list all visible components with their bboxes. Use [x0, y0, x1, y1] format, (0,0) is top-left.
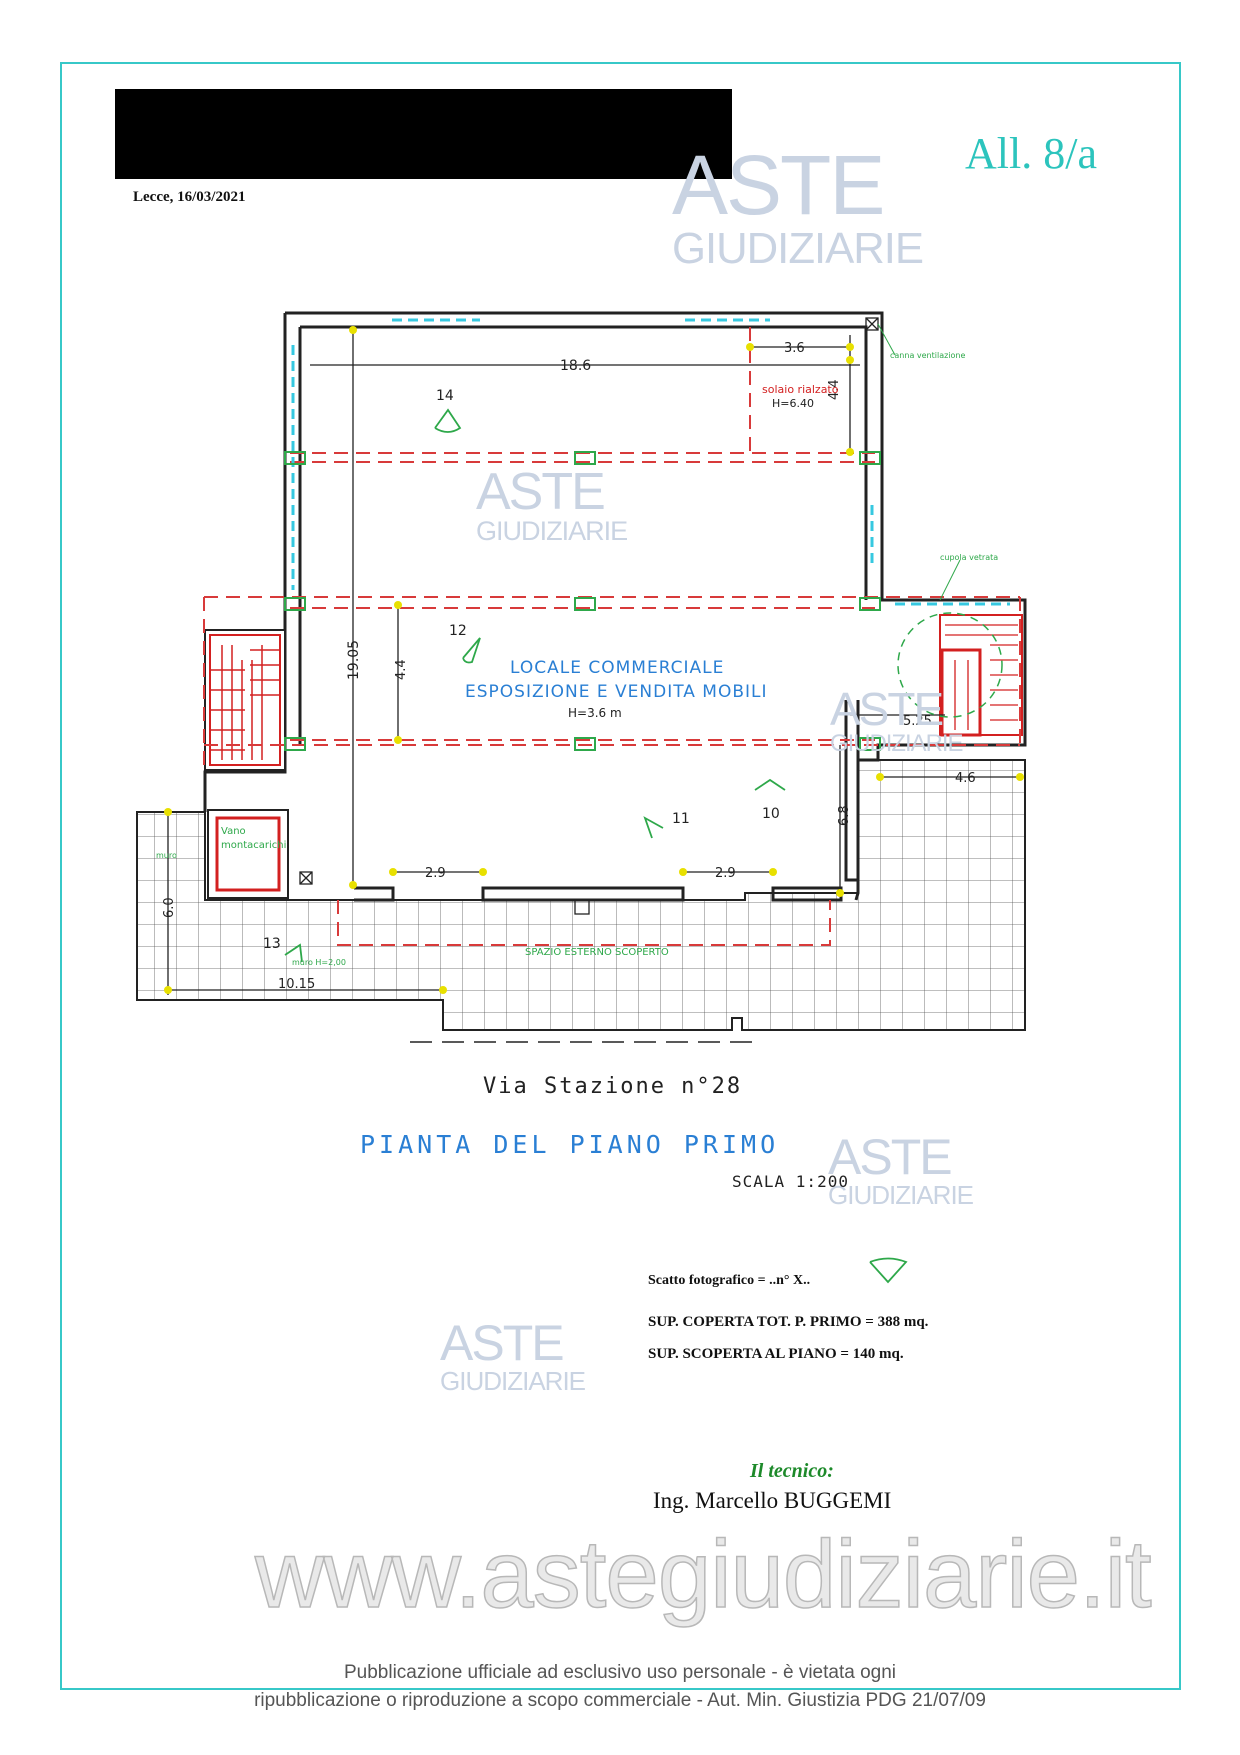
lift-label-line2: montacarichi [221, 840, 286, 851]
room-name-line1: LOCALE COMMERCIALE [510, 658, 724, 678]
glass-dome-outline [897, 612, 1003, 718]
room-height: H=3.6 m [568, 706, 622, 720]
dim-2-9-left: 2.9 [425, 866, 446, 881]
dim-19-05: 19.05 [346, 640, 362, 680]
pillars [284, 451, 881, 751]
signature-name: Ing. Marcello BUGGEMI [653, 1488, 892, 1513]
floor-plan: 18.6 3.6 4.4 4.4 19.05 5.25 4.6 6.8 2.9 … [136, 311, 1027, 1284]
wall-label: muro [156, 851, 177, 860]
signature-label: Il tecnico: [750, 1460, 834, 1482]
watermark-logo: ASTE GIUDIZIARIE [440, 1315, 586, 1396]
ventilation-boxes [299, 317, 879, 915]
dim-18-6: 18.6 [560, 358, 591, 374]
dim-3-6: 3.6 [784, 341, 805, 356]
dim-10-15: 10.15 [278, 977, 315, 992]
page-frame [60, 62, 1181, 1690]
photo-point-14: 14 [436, 388, 454, 404]
ventilation-label: canna ventilazione [890, 351, 965, 360]
legend-uncovered-area: SUP. SCOPERTA AL PIANO = 140 mq. [648, 1346, 904, 1362]
plan-scale: SCALA 1:200 [732, 1172, 849, 1191]
lift-shaft [207, 809, 289, 899]
legend-covered-area: SUP. COPERTA TOT. P. PRIMO = 388 mq. [648, 1314, 929, 1330]
redacted-block [115, 89, 732, 179]
watermark-logo: ASTE GIUDIZIARIE [830, 683, 963, 757]
stairs-left [204, 629, 286, 771]
footer-line1: Pubblicazione ufficiale ad esclusivo uso… [343, 1662, 897, 1683]
plan-title: PIANTA DEL PIANO PRIMO [360, 1130, 780, 1159]
dim-6-8: 6.8 [837, 805, 852, 826]
watermark-website: www.astegiudiziarie.it [254, 1520, 1152, 1629]
dome-leader [939, 559, 961, 601]
photo-point-10: 10 [762, 806, 780, 822]
watermark-logo: ASTE GIUDIZIARIE [476, 463, 628, 546]
lift-label-line1: Vano [221, 826, 246, 837]
wall-height-label: muro H=2,00 [292, 958, 346, 967]
dashed-beams [203, 327, 1021, 946]
raised-floor-height: H=6.40 [772, 397, 814, 410]
dim-2-9-right: 2.9 [715, 866, 736, 881]
legend-photo: Scatto fotografico = ..n° X.. [648, 1273, 811, 1288]
stairs-right [939, 614, 1023, 737]
footer-line2: ripubblicazione o riproduzione a scopo c… [254, 1690, 986, 1711]
document-date: Lecce, 16/03/2021 [133, 189, 246, 205]
photo-point-13: 13 [263, 936, 281, 952]
dim-5-25: 5.25 [903, 714, 932, 729]
dim-4-4-top: 4.4 [827, 379, 842, 400]
watermark-logo: ASTE GIUDIZIARIE [672, 138, 924, 273]
photo-markers [284, 408, 908, 1284]
building-walls [203, 311, 1027, 902]
room-name-line2: ESPOSIZIONE E VENDITA MOBILI [465, 682, 768, 702]
dim-6-0: 6.0 [162, 897, 177, 918]
outdoor-space-label: SPAZIO ESTERNO SCOPERTO [525, 947, 669, 958]
windows [291, 318, 1010, 606]
dim-4-4-mid: 4.4 [394, 659, 409, 680]
dimension-lines [167, 332, 1020, 995]
dim-4-6: 4.6 [955, 771, 976, 786]
watermark-logo: ASTE GIUDIZIARIE [828, 1129, 974, 1210]
photo-point-12: 12 [449, 623, 467, 639]
photo-point-11: 11 [672, 811, 690, 827]
dimension-ticks [164, 326, 1024, 994]
ventilation-leader [877, 323, 896, 356]
glass-dome-label: cupola vetrata [940, 553, 998, 562]
raised-floor-label: solaio rialzato [762, 383, 839, 396]
attachment-number: All. 8/a [965, 129, 1097, 178]
street-address: Via Stazione n°28 [483, 1074, 743, 1099]
